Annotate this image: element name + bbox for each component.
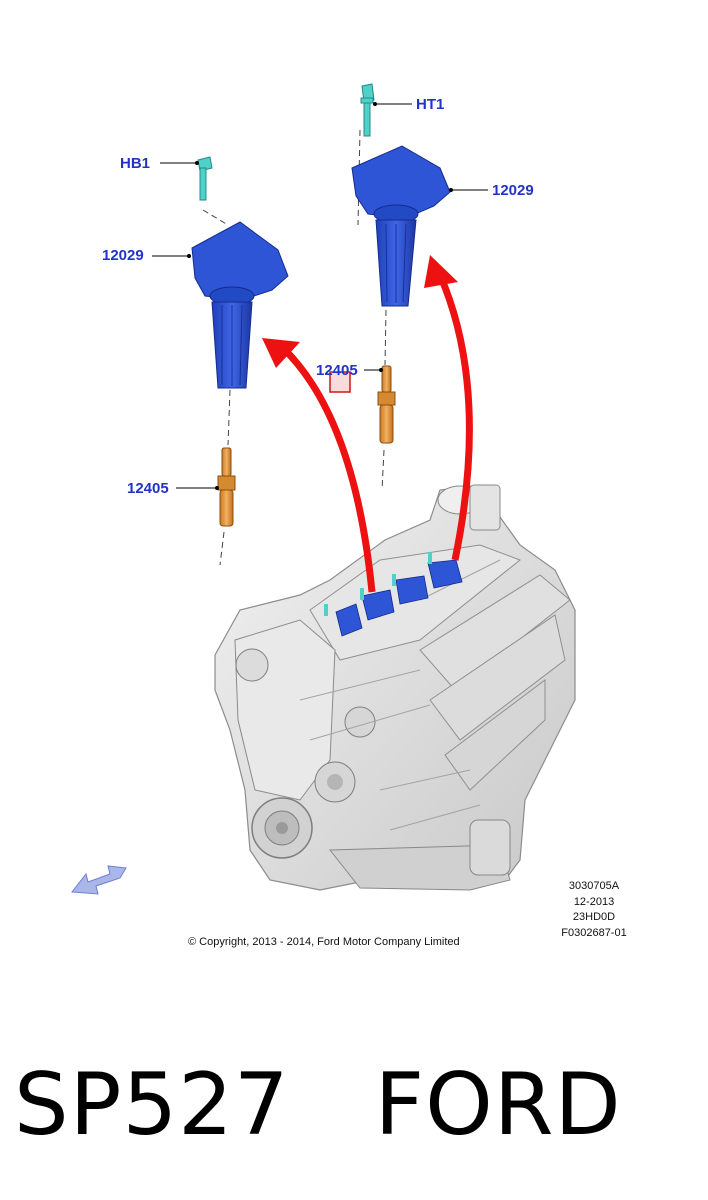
spark-plug-12405-left: [217, 447, 236, 527]
bolt-hb1: [197, 156, 213, 201]
left-arrow-head: [262, 338, 300, 368]
ignition-coil-12029-right: [351, 145, 451, 307]
copyright-notice: © Copyright, 2013 - 2014, Ford Motor Com…: [188, 936, 460, 948]
engine-code: 23HD0D: [572, 911, 616, 923]
left-install-arrow: [282, 347, 376, 593]
callout-ht1: HT1: [416, 96, 445, 113]
highlight-marker: [329, 371, 351, 393]
callout-coil-right: 12029: [492, 182, 534, 199]
right-ignition-coil-assembly: [351, 83, 488, 491]
installation-arrows: [262, 255, 473, 593]
right-install-arrow: [436, 273, 473, 561]
illustration-code-list: 3030705A 12-2013 23HD0D F0302687-01: [556, 879, 632, 941]
callout-plug-left: 12405: [127, 480, 169, 497]
engine-assembly: [214, 484, 576, 891]
callout-hb1: HB1: [120, 155, 151, 172]
part-caption: SP527 FORD: [14, 1055, 622, 1155]
view-direction-arrow-icon: [71, 865, 127, 895]
right-arrow-head: [424, 255, 458, 288]
date-code: 12-2013: [573, 895, 615, 908]
figure-number: F0302687-01: [561, 926, 627, 939]
callout-coil-left: 12029: [102, 247, 144, 264]
spark-plug-12405-right: [377, 365, 396, 444]
callout-plug-right: 12405: [316, 362, 358, 379]
bolt-ht1: [360, 83, 375, 137]
illustration-code: 3030705A: [568, 880, 620, 892]
left-ignition-coil-assembly: [152, 156, 289, 566]
ignition-coil-12029-left: [191, 221, 289, 389]
exploded-parts-diagram: [71, 83, 576, 895]
